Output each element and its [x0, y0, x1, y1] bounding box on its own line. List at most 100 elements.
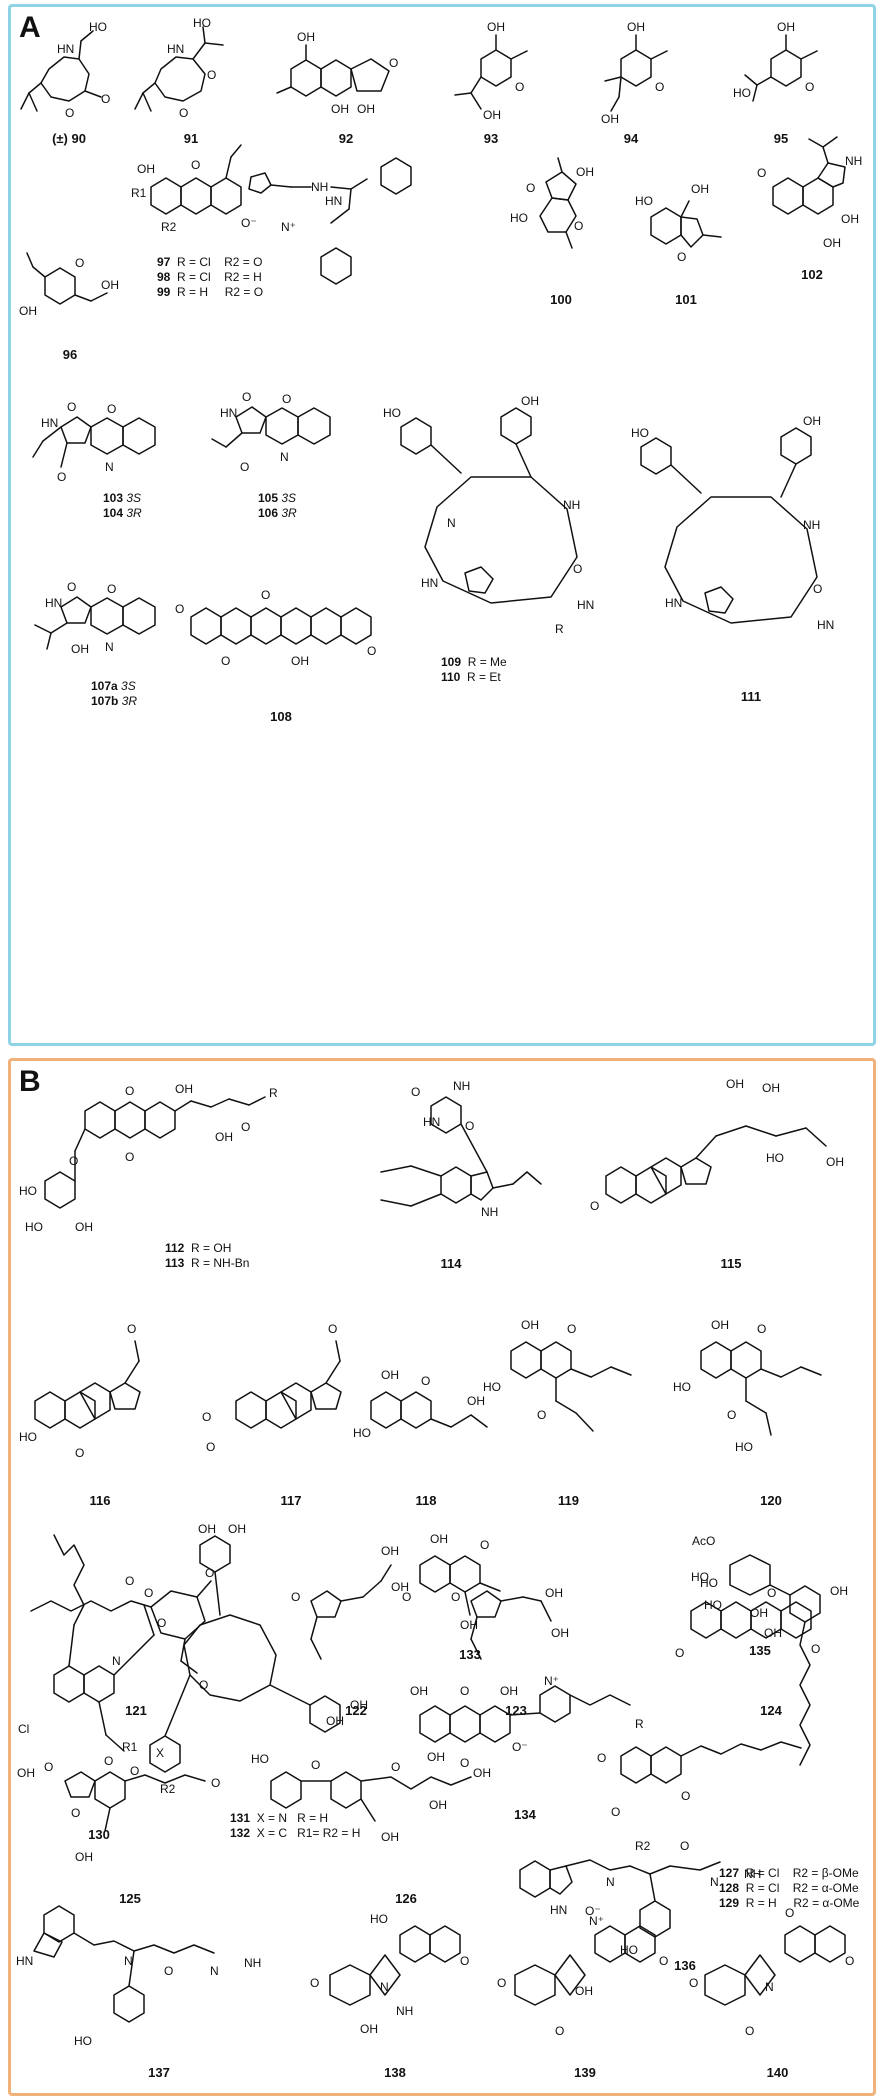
svg-text:O⁻: O⁻	[585, 1904, 601, 1918]
compound-number-118: 118	[415, 1493, 437, 1508]
svg-text:O: O	[805, 80, 814, 94]
svg-text:O: O	[205, 1566, 214, 1580]
compound-number-94: 94	[623, 131, 639, 146]
svg-text:R2: R2	[161, 220, 177, 234]
svg-text:O: O	[767, 1586, 776, 1600]
svg-text:OH: OH	[71, 642, 89, 656]
variant-notes-97-99: 97 R = Cl R2 = O 98 R = Cl R2 = H 99 R =…	[157, 255, 263, 300]
note-128-num: 128	[719, 1881, 740, 1895]
compound-number-140: 140	[766, 2065, 789, 2080]
svg-text:O: O	[526, 181, 535, 195]
svg-text:O: O	[242, 390, 251, 404]
note-110-r: R = Et	[467, 670, 501, 684]
compound-number-121: 121	[125, 1703, 147, 1718]
svg-text:HO: HO	[370, 1912, 388, 1926]
svg-text:O: O	[497, 1976, 506, 1990]
svg-text:OH: OH	[467, 1394, 485, 1408]
svg-text:O: O	[282, 392, 291, 406]
svg-text:O: O	[57, 470, 66, 484]
compound-number-111: 111	[740, 689, 762, 704]
note-128-r2: R2 = α-OMe	[792, 1881, 859, 1895]
svg-text:OH: OH	[711, 1318, 729, 1332]
svg-text:O: O	[811, 1642, 820, 1656]
note-109-r: R = Me	[467, 655, 507, 669]
svg-text:HO: HO	[89, 20, 107, 34]
note-107a-num: 107a	[91, 679, 118, 693]
note-107a-cfg: 3S	[121, 679, 136, 693]
svg-text:OH: OH	[576, 165, 594, 179]
note-127-r2: R2 = β-OMe	[792, 1866, 859, 1880]
note-112-num: 112	[165, 1241, 185, 1255]
svg-text:O: O	[681, 1789, 690, 1803]
compound-number-125: 125	[119, 1891, 141, 1906]
compound-number-120: 120	[760, 1493, 782, 1508]
svg-text:R1: R1	[131, 186, 147, 200]
svg-text:O: O	[590, 1199, 599, 1213]
svg-text:O: O	[391, 1760, 400, 1774]
svg-text:HN: HN	[817, 618, 834, 632]
svg-text:O: O	[310, 1976, 319, 1990]
note-97-r: R = Cl	[177, 255, 211, 269]
svg-text:HO: HO	[510, 211, 528, 225]
svg-text:O: O	[125, 1150, 134, 1164]
svg-text:OH: OH	[75, 1220, 93, 1234]
svg-text:N: N	[105, 460, 114, 474]
svg-text:OH: OH	[357, 102, 375, 116]
svg-text:N: N	[105, 640, 114, 654]
svg-text:HO: HO	[483, 1380, 501, 1394]
svg-text:O: O	[845, 1954, 854, 1968]
svg-text:O: O	[157, 1616, 166, 1630]
compound-number-91: 91	[183, 131, 199, 146]
svg-text:N⁺: N⁺	[544, 1674, 559, 1688]
svg-text:O: O	[211, 1776, 220, 1790]
svg-text:O: O	[202, 1410, 211, 1424]
note-131-r: R = H	[297, 1811, 329, 1825]
svg-text:O: O	[574, 219, 583, 233]
svg-text:HO: HO	[673, 1380, 691, 1394]
note-103-cfg: 3S	[126, 491, 142, 505]
panel-label-a: A	[19, 11, 41, 44]
svg-text:OH: OH	[483, 108, 501, 122]
svg-text:HO: HO	[733, 86, 751, 100]
svg-text:R: R	[555, 622, 564, 636]
svg-text:OH: OH	[19, 304, 37, 318]
svg-text:HO: HO	[704, 1598, 722, 1612]
compound-number-130: 130	[88, 1827, 110, 1842]
svg-text:HO: HO	[766, 1151, 784, 1165]
svg-text:HN: HN	[665, 596, 682, 610]
svg-text:OH: OH	[750, 1606, 768, 1620]
compound-number-101: 101	[675, 292, 697, 307]
svg-text:N: N	[710, 1875, 719, 1889]
svg-text:R1: R1	[122, 1740, 138, 1754]
note-129-num: 129	[719, 1896, 740, 1910]
svg-text:O: O	[460, 1954, 469, 1968]
svg-text:HO: HO	[19, 1184, 37, 1198]
note-112-r: R = OH	[191, 1241, 232, 1255]
svg-text:OH: OH	[627, 20, 645, 34]
structure-117: OOO	[202, 1322, 342, 1454]
svg-text:OH: OH	[228, 1522, 246, 1536]
svg-text:HN: HN	[57, 42, 74, 56]
svg-text:OH: OH	[326, 1714, 344, 1728]
